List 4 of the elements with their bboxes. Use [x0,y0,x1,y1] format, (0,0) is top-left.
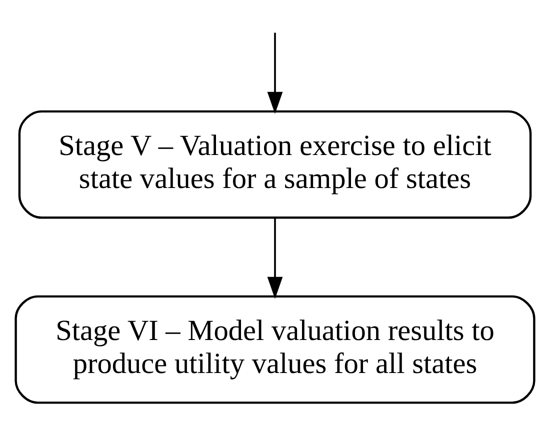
node-box: Stage V – Valuation exercise to elicit state values for a sample of states [18,110,532,219]
arrow [267,32,283,114]
node-box: Stage VI – Model valuation results to produce utility values for all states [14,295,536,404]
arrow [267,218,283,299]
